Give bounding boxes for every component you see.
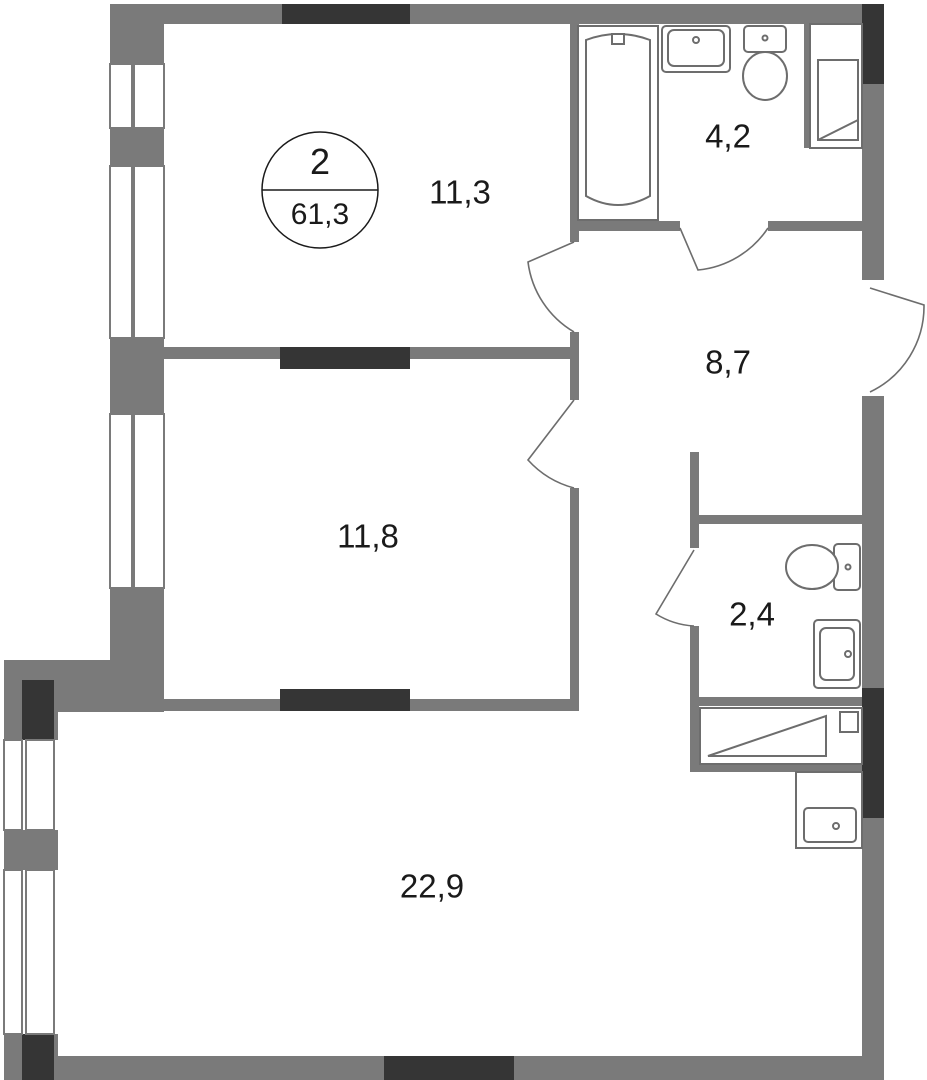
washing-machine-area xyxy=(809,23,863,149)
room-area-bathroom: 4,2 xyxy=(705,117,751,155)
bath-sink xyxy=(661,25,731,73)
total-area: 61,3 xyxy=(290,198,350,231)
shower-tray xyxy=(699,707,863,765)
window-blocks xyxy=(22,4,884,1080)
total-area-badge xyxy=(261,131,379,249)
doors xyxy=(526,227,925,627)
wc-sink xyxy=(813,619,861,689)
room-area-living-kitchen: 22,9 xyxy=(399,867,465,905)
room-area-hallway: 8,7 xyxy=(705,343,751,381)
windows xyxy=(3,63,165,1035)
kitchen-sink xyxy=(795,771,863,849)
room-area-bedroom-2: 11,8 xyxy=(337,517,399,555)
bathtub xyxy=(577,25,659,221)
wc-toilet xyxy=(785,543,861,591)
room-area-wc: 2,4 xyxy=(729,595,775,633)
room-area-bedroom-1: 11,3 xyxy=(429,173,491,211)
bath-toilet xyxy=(742,25,788,101)
rooms-count: 2 xyxy=(309,141,331,182)
